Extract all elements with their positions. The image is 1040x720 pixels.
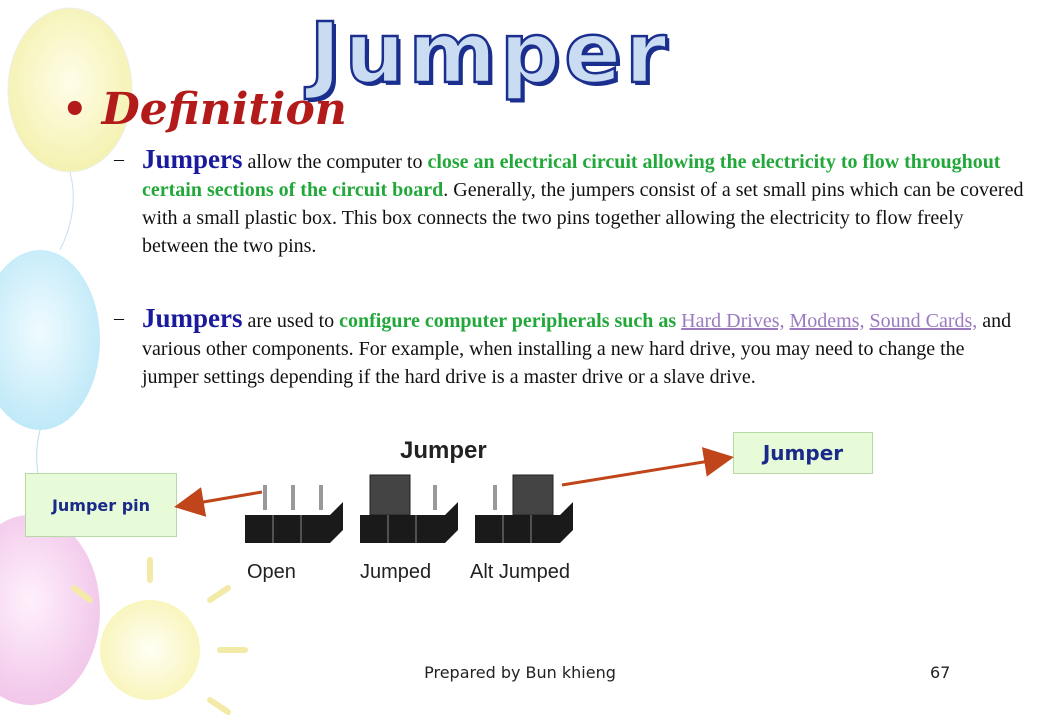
bullet-icon: •: [62, 86, 88, 133]
jumper-pin-callout: Jumper pin: [25, 473, 177, 537]
page-number: 67: [930, 663, 951, 682]
jumper-diagram: Jumper Open Jumped Alt Jumped: [245, 437, 573, 583]
jumper-block-alt-jumped: [475, 474, 573, 543]
svg-text:Jumper: Jumper: [304, 4, 670, 102]
jumper-block-jumped: [360, 474, 458, 543]
definition-heading: • Definition: [62, 84, 347, 135]
svg-text:Jumper: Jumper: [400, 437, 487, 464]
footer-credit: Prepared by Bun khieng: [424, 663, 616, 682]
dash-marker: –: [114, 148, 124, 170]
svg-text:Jumped: Jumped: [360, 561, 431, 583]
jumper-callout: Jumper: [733, 432, 873, 474]
link-hard-drives[interactable]: Hard Drives,: [681, 310, 785, 332]
link-modems[interactable]: Modems,: [789, 310, 865, 332]
jumper-block-open: [245, 485, 343, 543]
svg-text:Alt Jumped: Alt Jumped: [470, 561, 570, 583]
svg-text:Open: Open: [247, 561, 296, 583]
svg-text:Jumper: Jumper: [307, 7, 673, 104]
paragraph-1: – Jumpers allow the computer to close an…: [114, 144, 1024, 257]
dash-marker: –: [114, 307, 124, 329]
page-title: Jumper Jumper: [303, 4, 673, 104]
paragraph-2: – Jumpers are used to configure computer…: [114, 303, 1012, 388]
link-sound-cards[interactable]: Sound Cards,: [869, 310, 978, 332]
